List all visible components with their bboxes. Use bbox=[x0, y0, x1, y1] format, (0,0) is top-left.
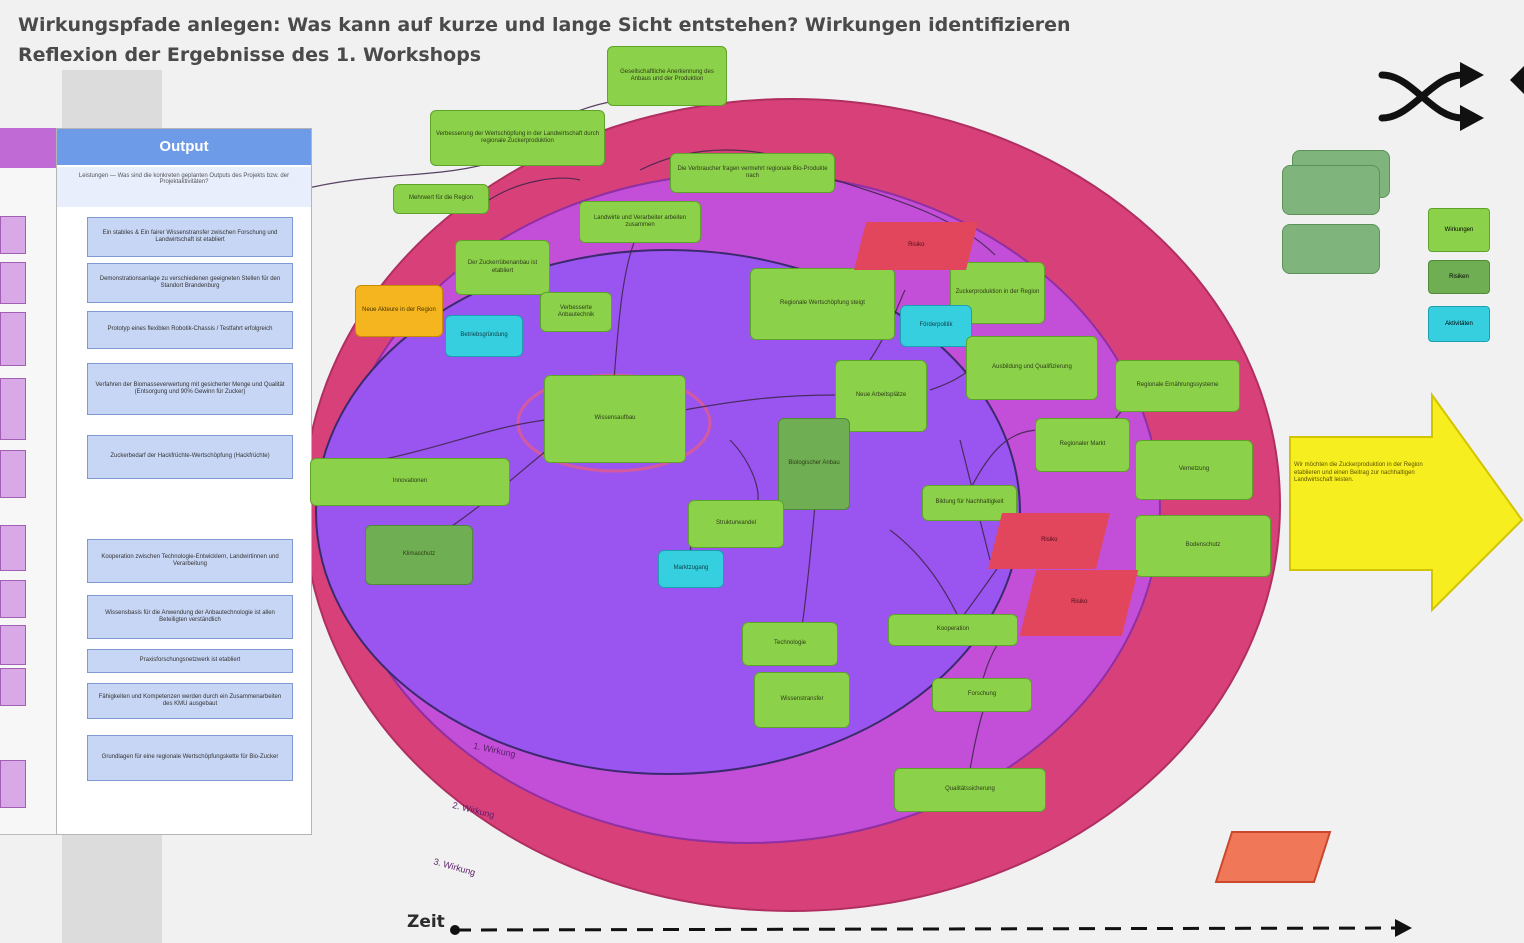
impact-node[interactable]: Vernetzung bbox=[1135, 440, 1253, 500]
input-card[interactable] bbox=[0, 450, 26, 498]
legend-card[interactable] bbox=[1282, 224, 1380, 274]
input-card[interactable] bbox=[0, 668, 26, 706]
output-card[interactable]: Prototyp eines flexiblen Robotik-Chassis… bbox=[87, 311, 293, 349]
impact-node[interactable]: Die Verbraucher fragen vermehrt regional… bbox=[670, 153, 835, 193]
output-card[interactable]: Verfahren der Biomasseverwertung mit ges… bbox=[87, 363, 293, 415]
legend-activity[interactable]: Aktivitäten bbox=[1428, 306, 1490, 342]
activity-node[interactable]: Betriebsgründung bbox=[445, 315, 523, 357]
legend-card[interactable] bbox=[1282, 165, 1380, 215]
output-card[interactable]: Wissensbasis für die Anwendung der Anbau… bbox=[87, 595, 293, 639]
impact-node[interactable]: Technologie bbox=[742, 622, 838, 666]
impact-node[interactable]: Ausbildung und Qualifizierung bbox=[966, 336, 1098, 400]
impact-node[interactable]: Forschung bbox=[932, 678, 1032, 712]
board-title: Wirkungspfade anlegen: Was kann auf kurz… bbox=[18, 14, 1071, 36]
impact-node[interactable]: Landwirte und Verarbeiter arbeiten zusam… bbox=[579, 201, 701, 243]
impact-node[interactable]: Mehrwert für die Region bbox=[393, 184, 489, 214]
impact-node[interactable]: Verbesserung der Wertschöpfung in der La… bbox=[430, 110, 605, 166]
impact-node[interactable]: Regionaler Markt bbox=[1035, 418, 1130, 472]
input-card[interactable] bbox=[0, 625, 26, 665]
output-card[interactable]: Kooperation zwischen Technologie-Entwick… bbox=[87, 539, 293, 583]
impact-node[interactable]: Regionale Wertschöpfung steigt bbox=[750, 268, 895, 340]
input-card[interactable] bbox=[0, 580, 26, 618]
output-card[interactable]: Ein stabiles & Ein fairer Wissenstransfe… bbox=[87, 217, 293, 257]
time-axis-label: Zeit bbox=[407, 912, 445, 932]
output-card[interactable]: Grundlagen für eine regionale Wertschöpf… bbox=[87, 735, 293, 781]
impact-node[interactable]: Neue Arbeitsplätze bbox=[835, 360, 927, 432]
risk-shape[interactable]: Risiko bbox=[854, 222, 978, 270]
input-card[interactable] bbox=[0, 525, 26, 571]
board-subtitle: Reflexion der Ergebnisse des 1. Workshop… bbox=[18, 44, 482, 66]
input-card[interactable] bbox=[0, 378, 26, 440]
impact-node[interactable]: Biologischer Anbau bbox=[778, 418, 850, 510]
output-card[interactable]: Demonstrationsanlage zu verschiedenen ge… bbox=[87, 263, 293, 303]
impact-node[interactable]: Kooperation bbox=[888, 614, 1018, 646]
output-card[interactable]: Zuckerbedarf der Hackfrüchte-Wertschöpfu… bbox=[87, 435, 293, 479]
output-card[interactable]: Praxisforschungsnetzwerk ist etabliert bbox=[87, 649, 293, 673]
impact-node[interactable]: Wissenstransfer bbox=[754, 672, 850, 728]
input-card[interactable] bbox=[0, 312, 26, 366]
output-panel: Output Leistungen — Was sind die konkret… bbox=[56, 128, 312, 835]
legend-risk[interactable]: Risiken bbox=[1428, 260, 1490, 294]
impact-node[interactable]: Innovationen bbox=[310, 458, 510, 506]
output-panel-description: Leistungen — Was sind die konkreten gepl… bbox=[57, 167, 311, 207]
output-card[interactable]: Fähigkeiten und Kompetenzen werden durch… bbox=[87, 683, 293, 719]
output-panel-header: Output bbox=[57, 129, 311, 165]
input-card[interactable] bbox=[0, 216, 26, 254]
goal-arrow-text[interactable]: Wir möchten die Zuckerproduktion in der … bbox=[1294, 462, 1423, 483]
impact-node[interactable]: Verbesserte Anbautechnik bbox=[540, 292, 612, 332]
impact-node[interactable]: Bodenschutz bbox=[1135, 515, 1271, 577]
risk-shape[interactable]: Risiko bbox=[988, 513, 1110, 569]
input-card[interactable] bbox=[0, 262, 26, 304]
risk-shape[interactable]: Risiko bbox=[1019, 570, 1139, 636]
input-card[interactable] bbox=[0, 760, 26, 808]
impact-node[interactable]: Qualitätssicherung bbox=[894, 768, 1046, 812]
impact-node[interactable]: Gesellschaftliche Anerkennung des Anbaus… bbox=[607, 46, 727, 106]
legend-impact[interactable]: Wirkungen bbox=[1428, 208, 1490, 252]
activity-node[interactable]: Neue Akteure in der Region bbox=[355, 285, 443, 337]
impact-node[interactable]: Der Zuckerrübenanbau ist etabliert bbox=[455, 240, 550, 295]
activity-node[interactable]: Marktzugang bbox=[658, 550, 724, 588]
impact-node[interactable]: Wissensaufbau bbox=[544, 375, 686, 463]
impact-node[interactable]: Bildung für Nachhaltigkeit bbox=[922, 485, 1017, 521]
impact-node[interactable]: Strukturwandel bbox=[688, 500, 784, 548]
activity-node[interactable]: Förderpolitik bbox=[900, 305, 972, 347]
impact-node[interactable]: Regionale Ernährungssysteme bbox=[1115, 360, 1240, 412]
impact-node[interactable]: Klimaschutz bbox=[365, 525, 473, 585]
input-column-header bbox=[0, 128, 56, 168]
